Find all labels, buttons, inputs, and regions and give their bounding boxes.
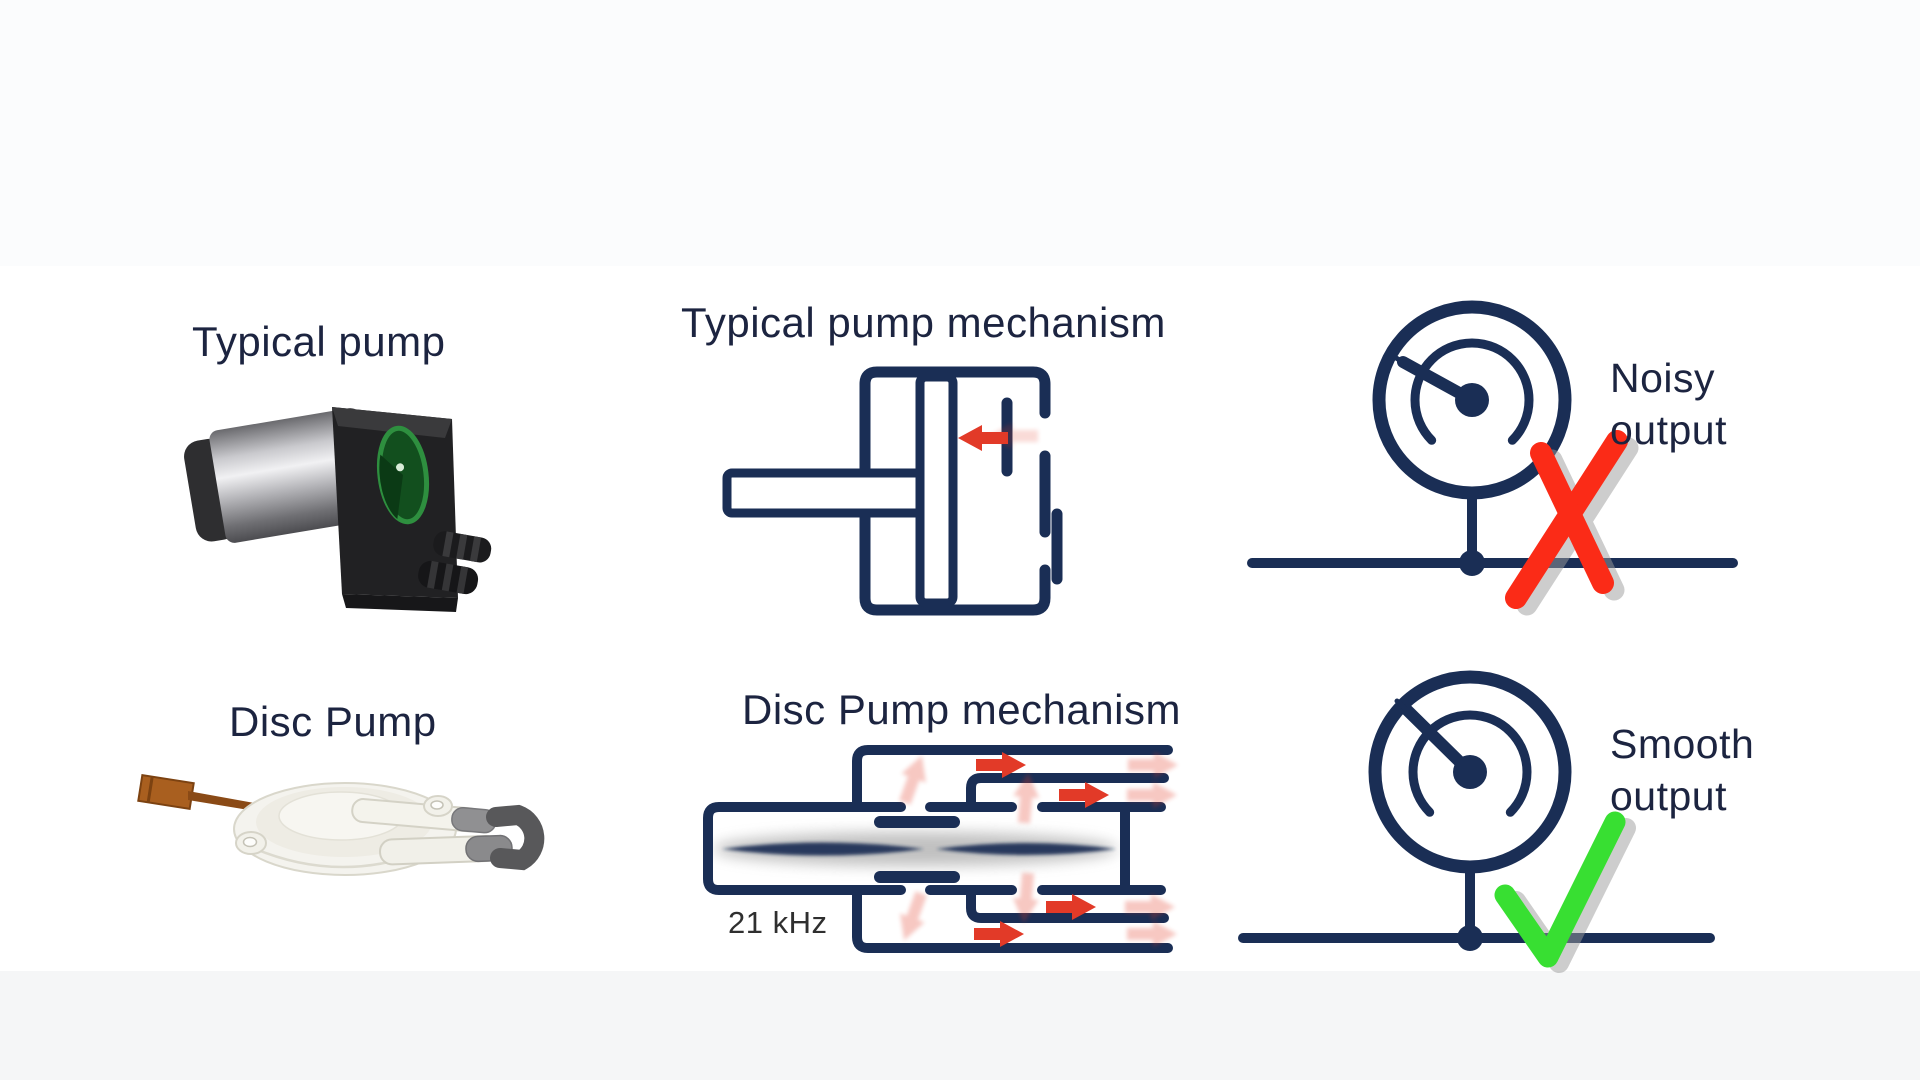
gauge-hub	[1453, 755, 1487, 789]
piston-plate	[915, 372, 958, 608]
cylinder-wall	[859, 366, 1051, 474]
typical-pump-mechanism-title: Typical pump mechanism	[681, 299, 1166, 346]
typical-pump-mechanism-diagram	[722, 366, 1063, 616]
check-mark-icon	[1494, 811, 1626, 968]
flex-cable-pad	[137, 773, 195, 811]
smooth-output-label: Smooth output	[1610, 718, 1754, 822]
disc-pump-label: Disc Pump	[229, 698, 437, 745]
noisy-word: Noisy	[1610, 355, 1716, 401]
connector-tube	[486, 804, 545, 871]
frequency-label: 21 kHz	[728, 905, 828, 940]
impeller	[376, 425, 430, 525]
typical-pump-photo	[184, 407, 492, 612]
smooth-word: Smooth	[1610, 721, 1755, 767]
top-background-band	[0, 0, 1920, 266]
gauge-hub	[1455, 383, 1489, 417]
hose-barb-top	[433, 531, 492, 563]
bottom-background-band	[0, 971, 1920, 1080]
typical-pump-label: Typical pump	[192, 318, 446, 365]
piston-rod	[722, 468, 932, 518]
port-tube-bottom	[379, 834, 513, 866]
output-word: output	[1610, 407, 1727, 453]
pipe-junction	[1459, 550, 1485, 576]
x-mark-icon	[1505, 430, 1628, 609]
gauge-scale-arc	[1408, 710, 1532, 817]
output-word: output	[1610, 773, 1727, 819]
disc-pump-mechanism-title: Disc Pump mechanism	[742, 686, 1181, 733]
pipe-junction	[1457, 925, 1483, 951]
noisy-output-label: Noisy output	[1610, 352, 1727, 456]
smooth-output-gauge	[1238, 670, 1715, 973]
mounting-lug-left	[235, 831, 267, 855]
pump-cavity-walls	[703, 745, 1173, 953]
membrane-wave	[722, 842, 1116, 856]
disc-pump-mechanism-diagram	[703, 745, 1178, 953]
gauge-scale-arc	[1410, 338, 1534, 445]
mounting-lug-right	[423, 795, 453, 817]
noisy-output-gauge	[1247, 300, 1738, 616]
disc-pump-photo	[137, 773, 545, 876]
hose-barb-bottom	[418, 560, 479, 595]
